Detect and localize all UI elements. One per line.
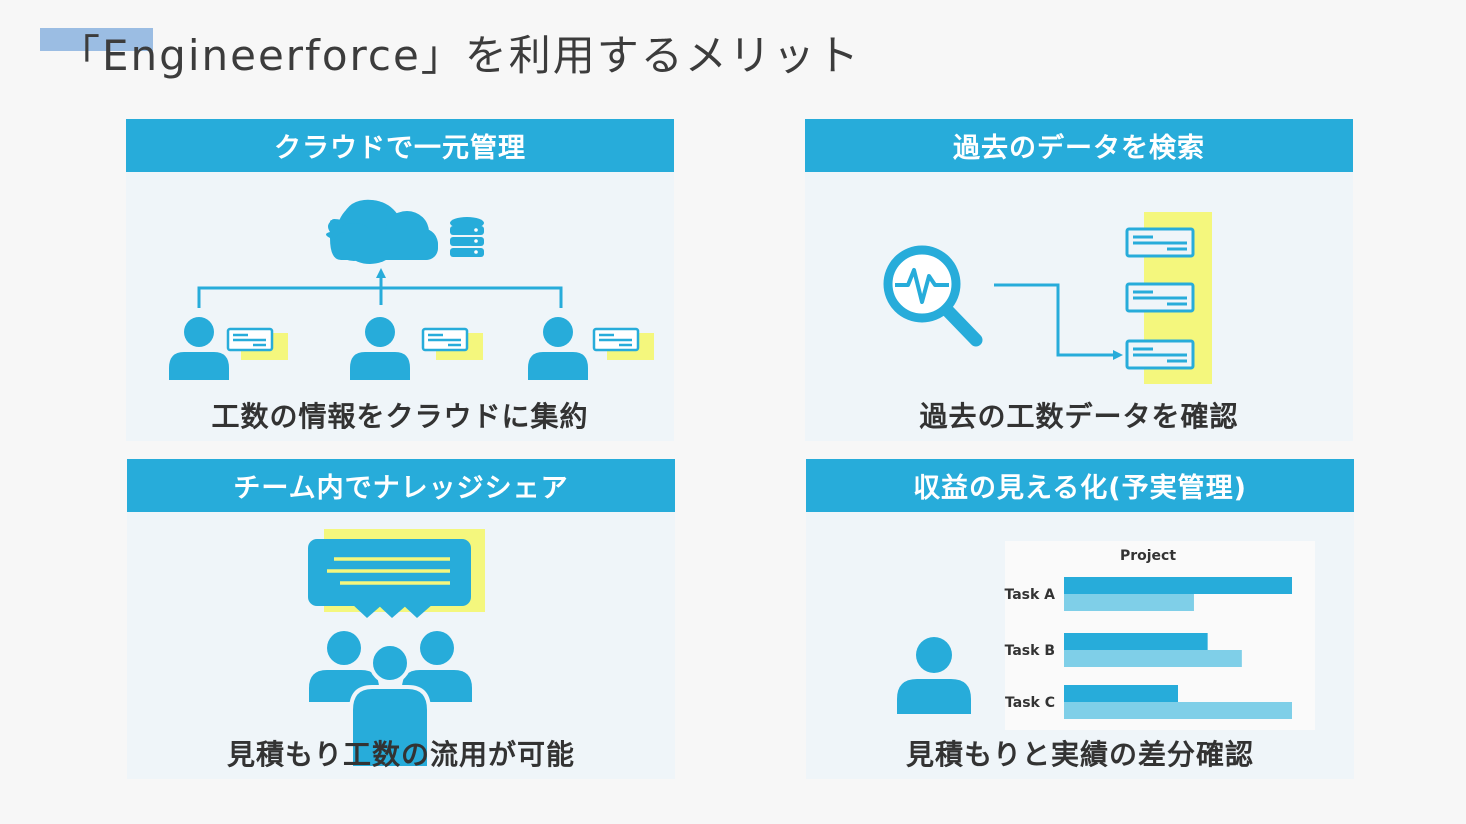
document-icon — [421, 327, 483, 360]
chart-category-label: Task A — [1004, 587, 1055, 603]
card-header: チーム内でナレッジシェア — [127, 459, 675, 512]
card-header: クラウドで一元管理 — [126, 119, 674, 172]
card-body: Project Task A Task B Task C 見積もりと実績の差分確認 — [806, 512, 1354, 779]
card-cloud-management: クラウドで一元管理 — [126, 119, 674, 441]
chart-bar — [1064, 650, 1242, 667]
chat-bubble-icon — [308, 539, 471, 618]
chart-bar — [1064, 594, 1194, 611]
chart-category-label: Task B — [1005, 643, 1055, 659]
cloud-illustration — [169, 199, 654, 380]
document-icon — [1125, 339, 1195, 370]
page-title: 「Engineerforce」を利用するメリット — [58, 31, 861, 80]
arrow-right-icon — [1113, 350, 1123, 360]
user-icon — [897, 637, 971, 714]
connector-line — [994, 283, 1114, 357]
budget-illustration: Project Task A Task B Task C — [897, 541, 1315, 730]
chart-bar — [1064, 702, 1292, 719]
chart-bar — [1064, 685, 1178, 702]
search-illustration — [883, 212, 1212, 384]
card-header: 過去のデータを検索 — [805, 119, 1353, 172]
card-body: 見積もり工数の流用が可能 — [127, 512, 675, 779]
card-budget-visualization: 収益の見える化(予実管理) Project Task A Task B Task C… — [806, 459, 1354, 779]
cloud-icon — [326, 199, 438, 264]
arrow-up-icon — [376, 268, 386, 278]
share-illustration — [308, 529, 485, 770]
document-icon — [1125, 282, 1195, 313]
document-icon — [226, 327, 288, 360]
card-search-history: 過去のデータを検索 — [805, 119, 1353, 441]
user-icon — [528, 317, 588, 380]
team-icon — [309, 631, 472, 770]
connector-lines — [197, 276, 563, 308]
chart-category-label: Task C — [1005, 695, 1055, 711]
chart-marks: Task A Task B Task C — [1004, 577, 1292, 719]
card-body: 工数の情報をクラウドに集約 — [126, 172, 674, 441]
chart-title: Project — [1120, 548, 1176, 564]
card-caption: 見積もりと実績の差分確認 — [905, 738, 1254, 771]
chart-bar — [1064, 633, 1208, 650]
card-caption: 見積もり工数の流用が可能 — [226, 738, 575, 771]
card-header: 収益の見える化(予実管理) — [806, 459, 1354, 512]
card-body: 過去の工数データを確認 — [805, 172, 1353, 441]
user-icon — [350, 317, 410, 380]
search-analytics-icon — [883, 245, 983, 347]
card-knowledge-share: チーム内でナレッジシェア 見積もり工数の流用が可能 — [127, 459, 675, 779]
title-accent-bar — [40, 28, 153, 51]
user-icon — [169, 317, 229, 380]
database-icon — [450, 217, 484, 257]
document-icon — [592, 327, 654, 360]
card-caption: 工数の情報をクラウドに集約 — [211, 400, 589, 433]
document-icon — [1125, 227, 1195, 258]
chart-bar — [1064, 577, 1292, 594]
card-caption: 過去の工数データを確認 — [919, 400, 1239, 433]
